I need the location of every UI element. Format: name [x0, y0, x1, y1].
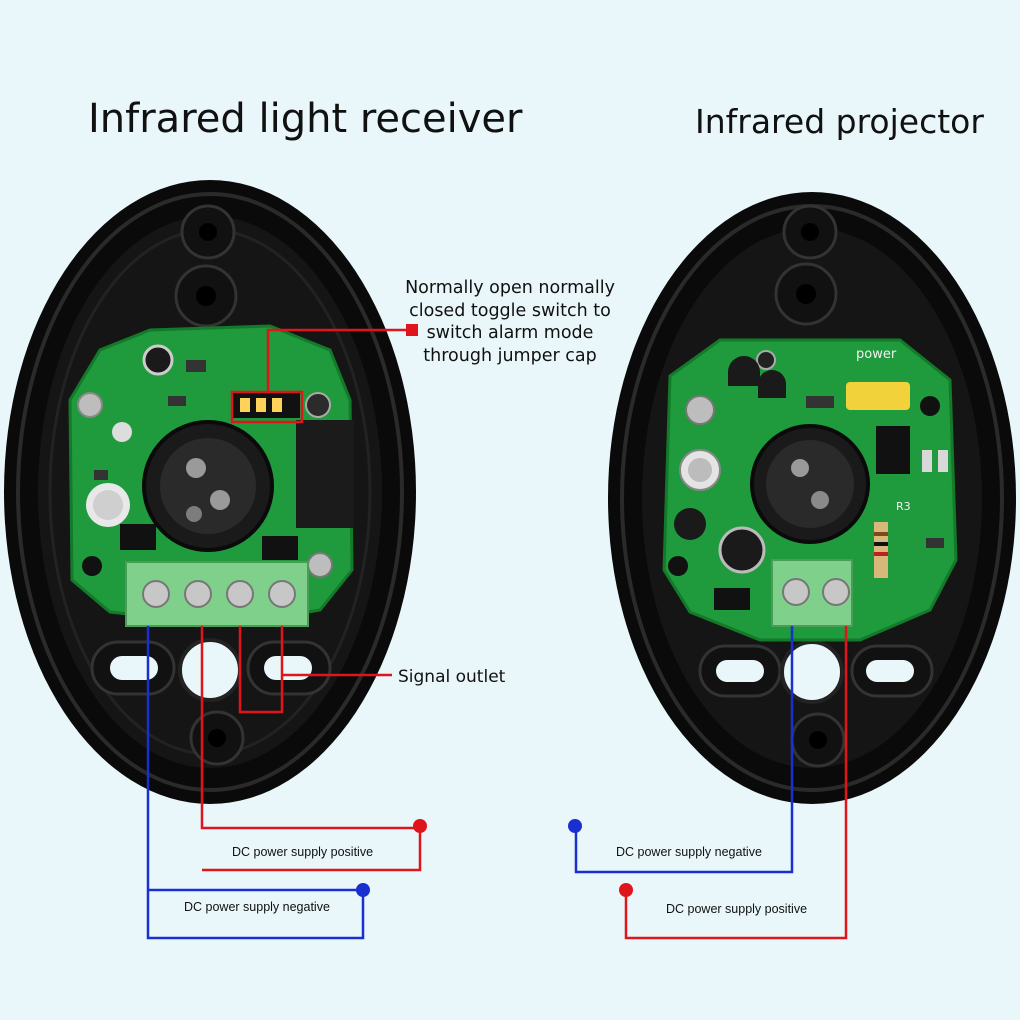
toggle-note-line: through jumper cap	[423, 345, 597, 366]
toggle-note-line: Normally open normally	[405, 278, 615, 298]
projector-pcb: power R3	[662, 338, 958, 642]
projector-positive-label: DC power supply positive	[666, 902, 808, 916]
power-pcb-label: power	[856, 347, 897, 362]
jumper-callout	[230, 324, 418, 424]
receiver-pcb	[68, 324, 354, 627]
toggle-note-line: closed toggle switch to	[409, 300, 611, 321]
receiver-power-wires	[146, 626, 427, 940]
receiver-positive-label: DC power supply positive	[232, 845, 374, 859]
signal-outlet-label: Signal outlet	[398, 667, 506, 687]
projector-negative-label: DC power supply negative	[616, 845, 762, 859]
receiver-negative-label: DC power supply negative	[184, 900, 330, 914]
projector-title: Infrared projector	[695, 102, 984, 141]
toggle-note-line: switch alarm mode	[426, 323, 594, 343]
signal-outlet-wires	[238, 626, 392, 714]
projector-power-wires	[568, 626, 848, 940]
toggle-switch-note: Normally open normally closed toggle swi…	[400, 277, 620, 367]
receiver-title: Infrared light receiver	[88, 96, 523, 142]
r3-pcb-label: R3	[896, 500, 911, 513]
